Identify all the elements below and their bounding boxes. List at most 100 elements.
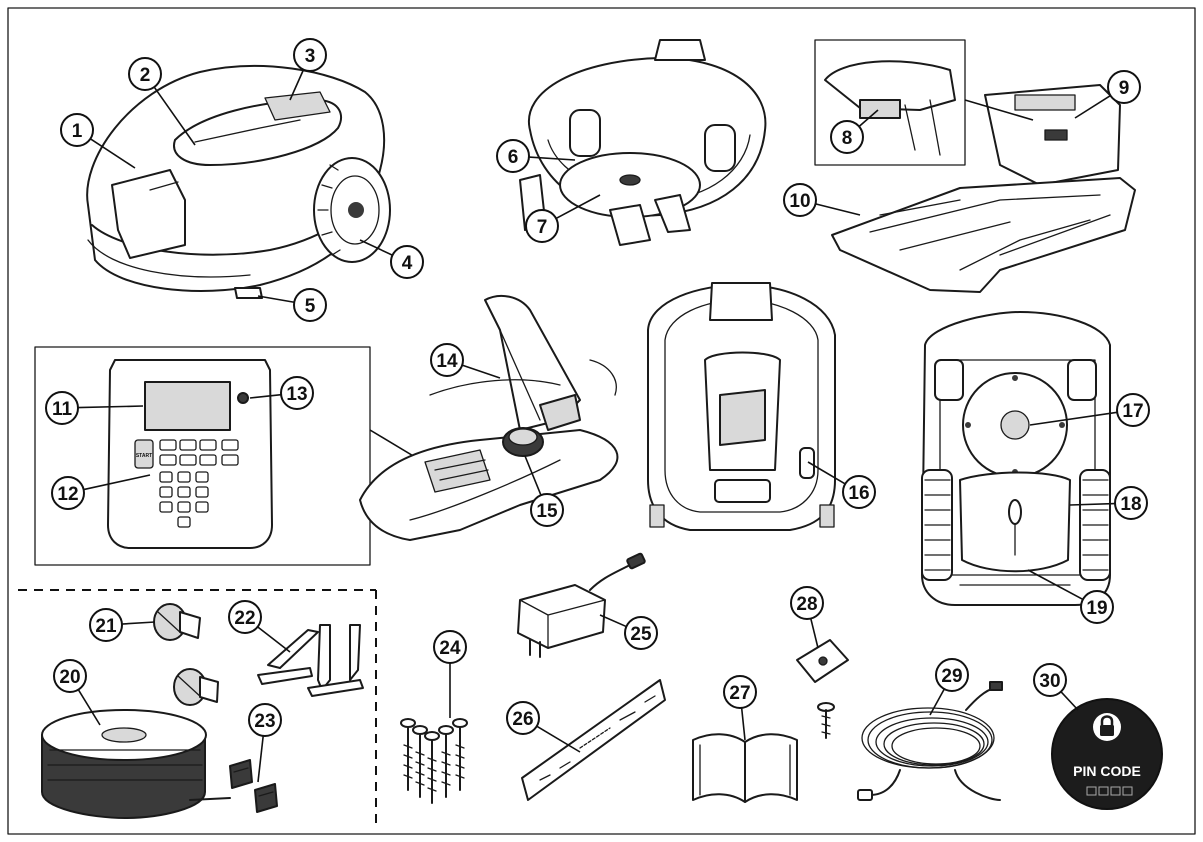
leader-line-17 bbox=[1029, 411, 1118, 426]
ground-pegs bbox=[257, 624, 364, 697]
pin-code-title: PIN CODE bbox=[1073, 763, 1141, 779]
callout-circle bbox=[1116, 393, 1150, 427]
callout-number: 10 bbox=[789, 191, 810, 212]
callout-circle bbox=[1080, 590, 1114, 624]
callout-circle bbox=[89, 608, 123, 642]
callout-number: 18 bbox=[1120, 494, 1141, 515]
callout-number: 21 bbox=[95, 616, 117, 637]
callout-25: 25 bbox=[624, 616, 658, 650]
callout-number: 12 bbox=[57, 484, 78, 505]
callout-circle bbox=[128, 57, 162, 91]
blade-and-screw bbox=[796, 639, 849, 739]
callout-number: 19 bbox=[1086, 598, 1107, 619]
leader-line-21 bbox=[121, 621, 156, 625]
leader-line-9 bbox=[1074, 94, 1111, 119]
callout-7: 7 bbox=[525, 209, 559, 243]
callout-circle bbox=[280, 376, 314, 410]
callout-16: 16 bbox=[842, 475, 876, 509]
callout-circle bbox=[525, 209, 559, 243]
leader-line-4 bbox=[359, 239, 393, 256]
leader-line-25 bbox=[599, 614, 627, 628]
leader-line-29 bbox=[929, 688, 945, 716]
wire-couplers bbox=[229, 759, 278, 813]
callout-29: 29 bbox=[935, 658, 969, 692]
callout-circle bbox=[624, 616, 658, 650]
callout-number: 7 bbox=[537, 217, 548, 238]
callout-circle bbox=[53, 659, 87, 693]
operator-manual bbox=[692, 733, 798, 803]
callout-20: 20 bbox=[53, 659, 87, 693]
callout-18: 18 bbox=[1114, 486, 1148, 520]
callout-number: 17 bbox=[1122, 401, 1143, 422]
callout-circle bbox=[1107, 70, 1141, 104]
callout-number: 9 bbox=[1119, 78, 1130, 99]
callout-number: 3 bbox=[305, 46, 316, 67]
callout-4: 4 bbox=[390, 245, 424, 279]
start-key-label: START bbox=[136, 453, 152, 459]
wire-connectors bbox=[153, 603, 219, 706]
leader-line-15 bbox=[524, 455, 542, 496]
callout-circle bbox=[248, 703, 282, 737]
charging-station bbox=[814, 39, 1136, 293]
callout-circle bbox=[830, 120, 864, 154]
low-voltage-cable bbox=[857, 681, 1003, 801]
mower-isometric bbox=[86, 64, 391, 299]
callout-number: 27 bbox=[729, 683, 750, 704]
callout-circle bbox=[723, 675, 757, 709]
callout-number: 5 bbox=[305, 296, 316, 317]
callout-28: 28 bbox=[790, 586, 824, 620]
callout-circle bbox=[496, 139, 530, 173]
leader-line-18 bbox=[1069, 502, 1116, 506]
callout-circle bbox=[530, 493, 564, 527]
callout-circle bbox=[430, 343, 464, 377]
leader-line-2 bbox=[153, 86, 196, 146]
callout-number: 26 bbox=[512, 709, 533, 730]
leader-line-7 bbox=[555, 194, 601, 220]
callout-15: 15 bbox=[530, 493, 564, 527]
callout-10: 10 bbox=[783, 183, 817, 217]
callout-circle bbox=[45, 391, 79, 425]
callout-12: 12 bbox=[51, 476, 85, 510]
callout-5: 5 bbox=[293, 288, 327, 322]
callout-circle bbox=[293, 288, 327, 322]
outer-frame bbox=[7, 7, 1196, 835]
mower-underside bbox=[921, 311, 1111, 606]
pin-code-sticker: PIN CODE bbox=[1051, 698, 1163, 810]
keypad-inset: START bbox=[34, 346, 431, 566]
callout-circle bbox=[228, 600, 262, 634]
callout-14: 14 bbox=[430, 343, 464, 377]
leader-line-28 bbox=[810, 618, 819, 649]
callout-13: 13 bbox=[280, 376, 314, 410]
mower-underside-tilted bbox=[519, 39, 767, 246]
callout-number: 23 bbox=[254, 711, 275, 732]
callout-leaders bbox=[77, 69, 1118, 783]
leader-line-5 bbox=[257, 295, 295, 304]
callout-circle bbox=[1033, 663, 1067, 697]
power-supply bbox=[517, 552, 646, 658]
leader-line-19 bbox=[1027, 569, 1084, 601]
callout-circle bbox=[790, 586, 824, 620]
leader-line-16 bbox=[807, 461, 846, 485]
leader-line-6 bbox=[528, 156, 576, 161]
callout-26: 26 bbox=[506, 701, 540, 735]
boundary-kit-separator bbox=[18, 589, 377, 825]
callout-6: 6 bbox=[496, 139, 530, 173]
leader-line-20 bbox=[77, 689, 101, 726]
callout-8: 8 bbox=[830, 120, 864, 154]
callout-9: 9 bbox=[1107, 70, 1141, 104]
callout-number: 28 bbox=[796, 594, 817, 615]
callout-21: 21 bbox=[89, 608, 123, 642]
callout-number: 2 bbox=[140, 65, 151, 86]
leader-line-3 bbox=[289, 69, 305, 101]
callout-24: 24 bbox=[433, 630, 467, 664]
callout-circle bbox=[506, 701, 540, 735]
installation-template bbox=[521, 679, 666, 801]
leader-line-23 bbox=[257, 735, 264, 783]
callout-11: 11 bbox=[45, 391, 79, 425]
screws bbox=[400, 718, 468, 804]
keypad-display bbox=[144, 381, 231, 431]
callout-number: 22 bbox=[234, 608, 255, 629]
